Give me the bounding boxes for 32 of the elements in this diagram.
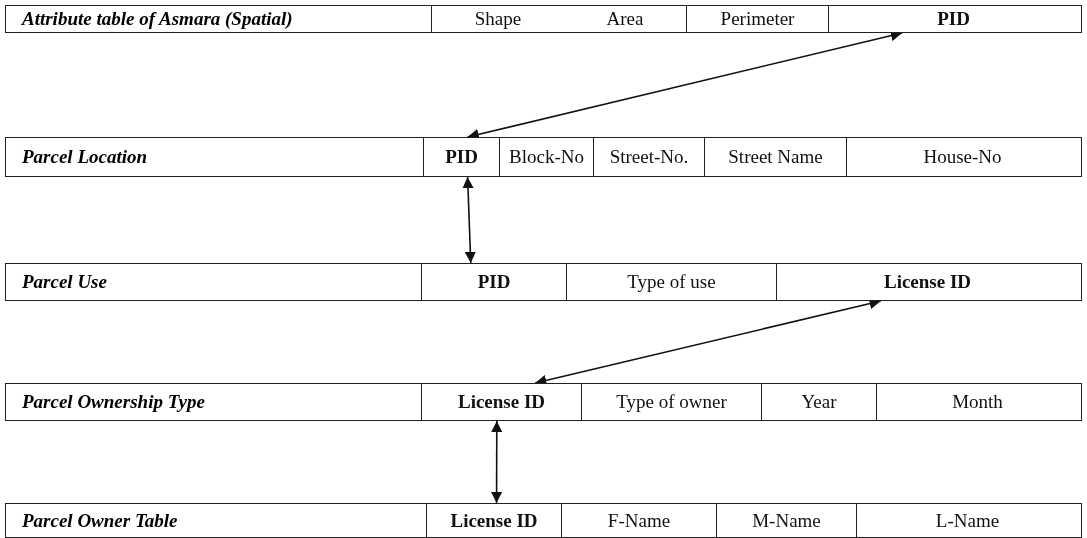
key-field-cell: License ID: [776, 264, 1078, 300]
field-name: Area: [606, 8, 644, 30]
table-title: Parcel Ownership Type: [22, 391, 205, 413]
field-cell: Perimeter: [686, 6, 828, 32]
table-row: [5, 383, 1082, 421]
double-headed-arrow: [462, 176, 476, 264]
field-cell: M-Name: [716, 504, 856, 537]
field-name: Shape: [474, 8, 522, 30]
double-headed-arrow: [491, 420, 503, 504]
field-cell: Type of owner: [581, 384, 761, 420]
table-row: [5, 137, 1082, 177]
field-cell: House-No: [846, 138, 1078, 176]
field-cell: Year: [761, 384, 876, 420]
key-field-cell: PID: [828, 6, 1078, 32]
key-field-cell: PID: [421, 264, 566, 300]
key-field-cell: License ID: [426, 504, 561, 537]
table-row: [5, 5, 1082, 33]
table-title: Attribute table of Asmara (Spatial): [22, 8, 293, 30]
key-field-cell: License ID: [421, 384, 581, 420]
field-cell: Street-No.: [593, 138, 704, 176]
table-title: Parcel Location: [22, 146, 148, 168]
field-cell: Month: [876, 384, 1078, 420]
field-cell: Block-No: [499, 138, 593, 176]
key-field-cell: PID: [423, 138, 499, 176]
table-title: Parcel Use: [22, 271, 107, 293]
field-cell: Street Name: [704, 138, 846, 176]
table-row: [5, 503, 1082, 538]
field-cell: Type of use: [566, 264, 776, 300]
table-row: [5, 263, 1082, 301]
field-cell: L-Name: [856, 504, 1078, 537]
table-title: Parcel Owner Table: [22, 509, 178, 532]
field-cell: F-Name: [561, 504, 716, 537]
